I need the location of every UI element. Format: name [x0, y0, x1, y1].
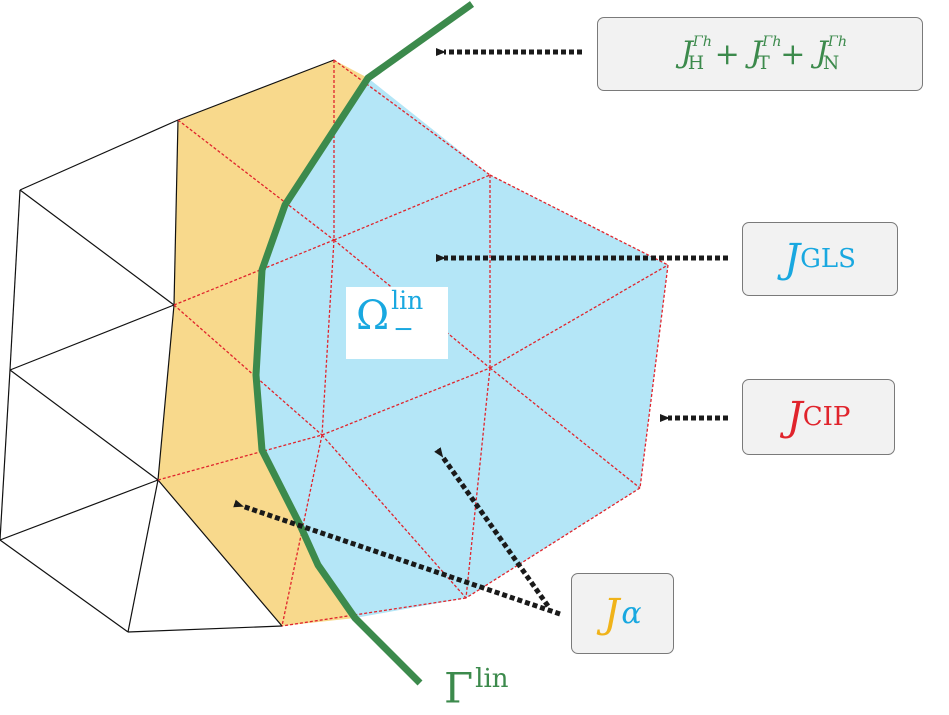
omega-label: Ω lin −: [356, 288, 431, 341]
interface-curve: [252, 1, 475, 686]
j-t-symbol: J: [750, 35, 763, 71]
omega-symbol: Ω: [356, 293, 390, 339]
j-h-symbol: J: [680, 35, 693, 71]
gamma-label: Γlin: [444, 666, 509, 710]
gls-symbol: J: [784, 236, 801, 282]
arrow-alpha-1: [434, 447, 551, 608]
inner-mesh-edges: [157, 59, 669, 627]
j-n-subscript: N: [823, 53, 840, 75]
j-h-superscript: Γh: [692, 33, 713, 50]
omega-superscript: lin: [391, 286, 424, 315]
j-t-subscript: T: [757, 53, 770, 75]
j-n-superscript: Γh: [827, 33, 848, 50]
j-t-term: JΓhT: [750, 34, 781, 75]
j-n-symbol: J: [815, 35, 828, 71]
cip-symbol: J: [786, 394, 803, 440]
gls-subscript: GLS: [800, 244, 856, 274]
alpha-band-region: [158, 60, 368, 626]
plus-sign-1: +: [714, 36, 740, 72]
gamma-superscript: lin: [475, 664, 509, 694]
gamma-symbol: Γ: [444, 663, 474, 713]
j-n-term: JΓhN: [815, 34, 847, 75]
interface-terms-box: JΓhH + JΓhT + JΓhN: [597, 17, 923, 91]
plus-sign-2: +: [780, 36, 806, 72]
outer-mesh-edges: [0, 59, 335, 633]
omega-label-bg: [346, 287, 448, 359]
alpha-subscript: α: [621, 596, 642, 631]
j-h-subscript: H: [687, 53, 705, 75]
omega-region: [256, 78, 668, 618]
alpha-symbol: J: [603, 590, 620, 637]
cip-subscript: CIP: [802, 402, 851, 432]
j-h-term: JΓhH: [680, 34, 712, 75]
omega-subscript: −: [393, 314, 415, 343]
j-t-superscript: Γh: [762, 33, 782, 50]
